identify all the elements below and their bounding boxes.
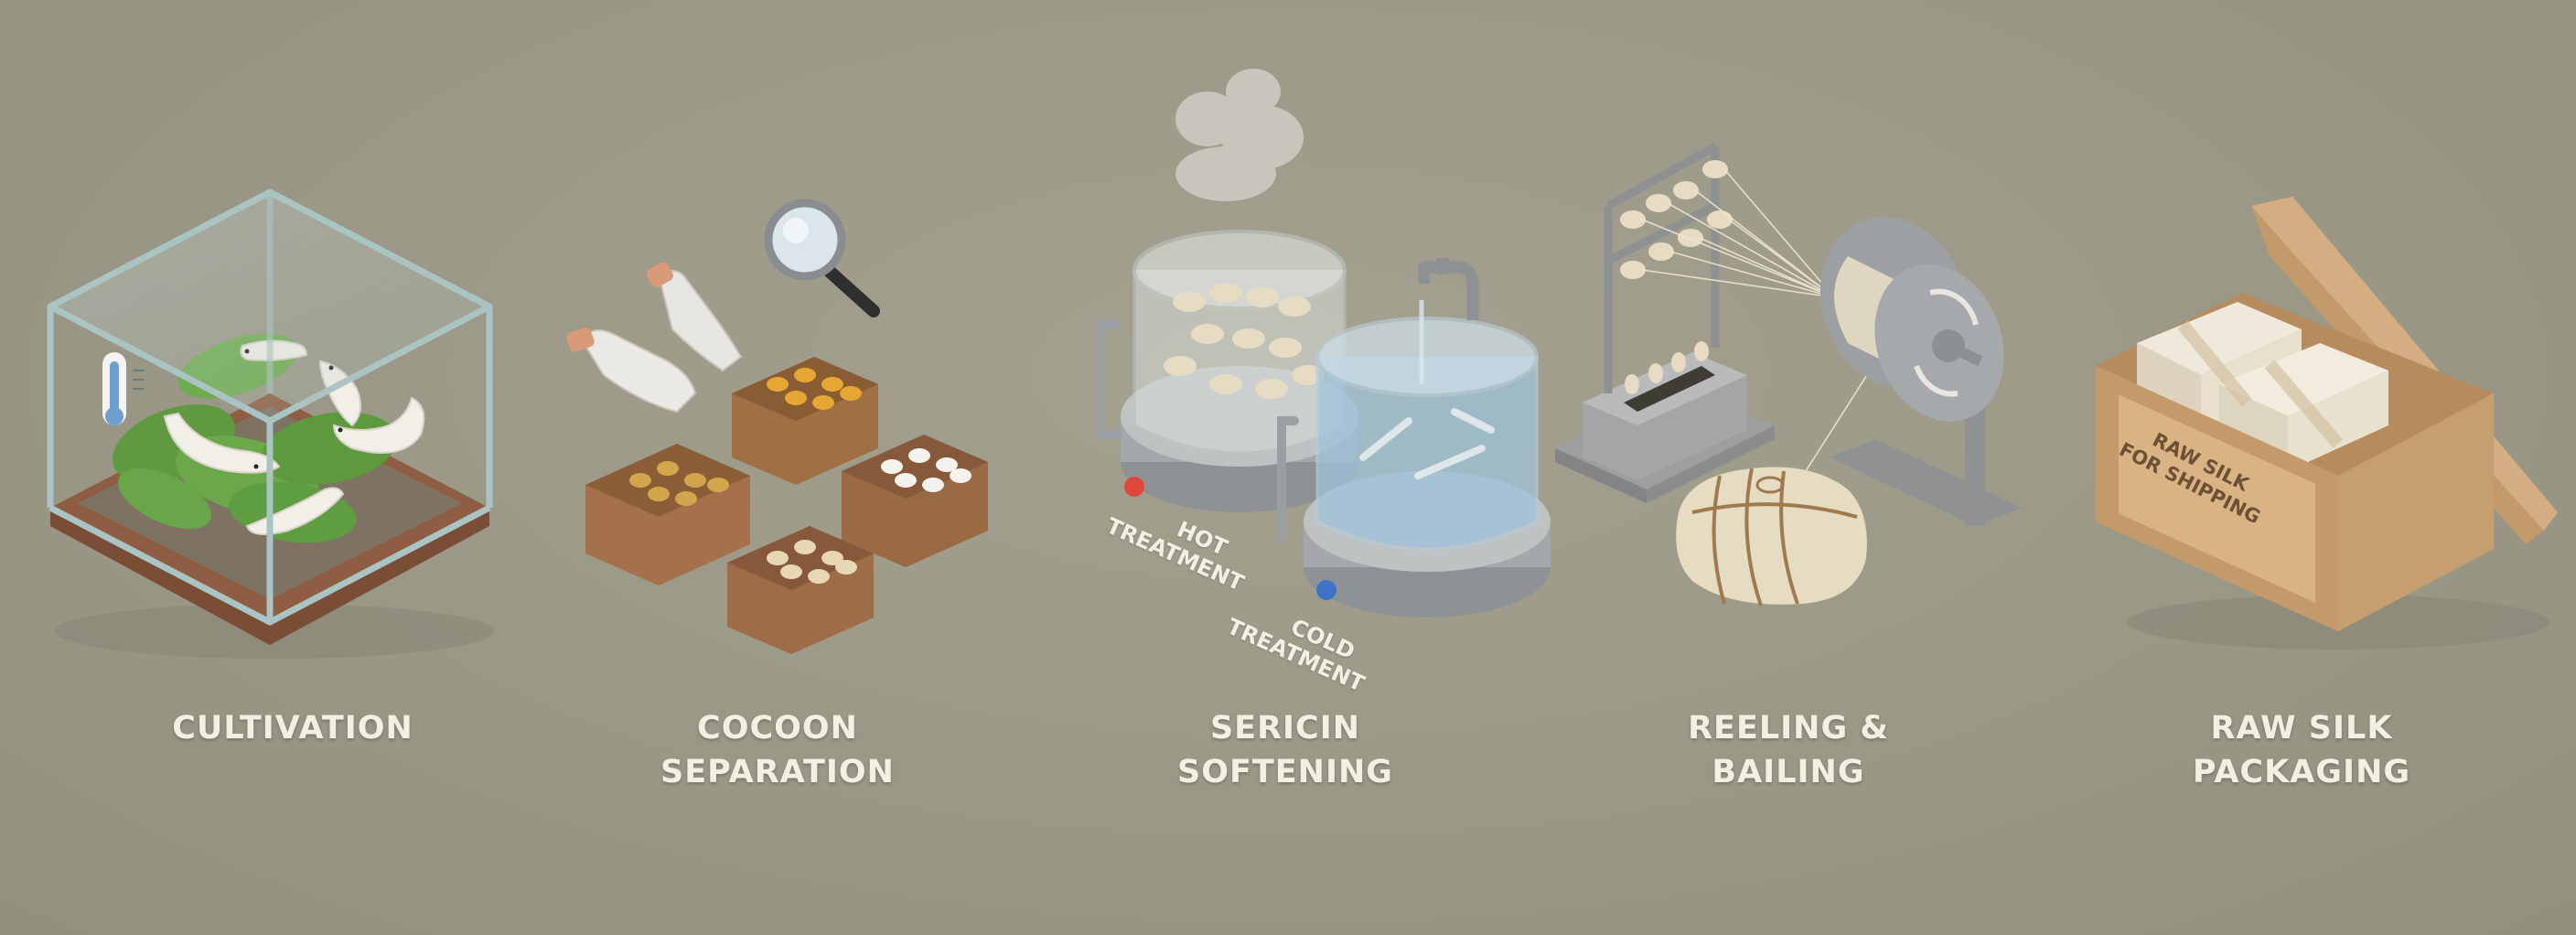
terrarium-icon [47,188,494,659]
stage-reeling-bailing: REELING & BAILING [1537,0,2049,935]
reeling-frame-icon [1555,143,1775,503]
rotate-arrows-icon [1914,288,1979,397]
gloved-hand-icon [566,262,743,414]
thermometer-icon [102,352,145,425]
magnifying-glass-icon [764,199,880,317]
cold-bath-icon [1277,317,1551,618]
hot-pot-icon [1095,230,1358,512]
faucet-icon [1418,258,1479,384]
cold-indicator-light [1316,580,1336,600]
stage-title-cocoon-separation: COCOON SEPARATION [660,710,895,790]
silk-bale-icon [1676,467,1867,607]
wooden-crate-icon [2096,197,2558,650]
stage-title-sericin-softening: SERICIN SOFTENING [1177,710,1393,790]
stage-sericin-softening: HOT TREATMENT COLD TREATMENT SERICIN SOF… [1052,0,1564,935]
silk-bundle-icon [2137,302,2388,471]
stage-cocoon-separation: COCOON SEPARATION [531,0,1043,935]
stage-raw-silk-packaging: RAW SILK FOR SHIPPING RAW SILK PACKAGING [2064,0,2576,935]
spool-icon [1819,216,2022,526]
stage-title-cultivation: CULTIVATION [172,710,413,747]
stage-title-raw-silk-packaging: RAW SILK PACKAGING [2192,710,2411,790]
stage-title-reeling-bailing: REELING & BAILING [1688,710,1889,790]
steam-icon [1175,69,1304,201]
hot-indicator-light [1124,477,1144,497]
cocoon-icon [629,368,971,584]
stage-cultivation: CULTIVATION [0,0,512,935]
